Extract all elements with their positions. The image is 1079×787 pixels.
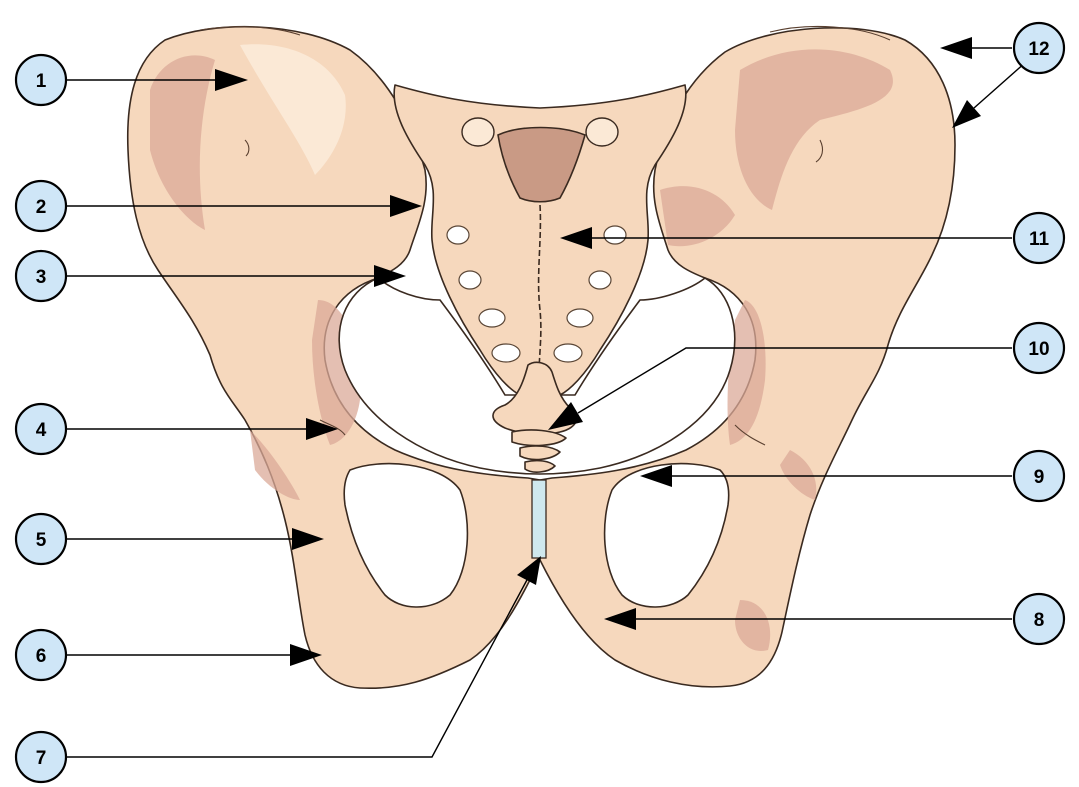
callout-12-label: 12 xyxy=(1028,39,1049,60)
callout-7: 7 xyxy=(16,732,66,782)
sacral-foramen-l3 xyxy=(479,309,505,327)
callout-6: 6 xyxy=(16,630,66,680)
sacral-foramen-r3 xyxy=(567,309,593,327)
callout-5: 5 xyxy=(16,514,66,564)
callout-5-label: 5 xyxy=(36,530,47,551)
right-superior-articular-process xyxy=(586,118,618,146)
callout-12: 12 xyxy=(1014,23,1064,73)
left-superior-articular-process xyxy=(462,118,494,146)
callout-1-label: 1 xyxy=(36,71,47,92)
callout-6-label: 6 xyxy=(36,646,47,667)
callout-10-label: 10 xyxy=(1028,339,1049,360)
callout-8-label: 8 xyxy=(1034,610,1045,631)
sacral-foramen-r4 xyxy=(554,344,582,362)
callout-10: 10 xyxy=(1014,323,1064,373)
callout-3-label: 3 xyxy=(36,267,47,288)
callout-3: 3 xyxy=(16,251,66,301)
callout-9-label: 9 xyxy=(1034,467,1045,488)
arrowhead-12b xyxy=(952,100,981,128)
pubic-symphysis xyxy=(532,480,546,558)
callout-4: 4 xyxy=(16,404,66,454)
pelvis-illustration xyxy=(128,26,955,688)
arrowhead-12a xyxy=(940,37,972,59)
leader-12b xyxy=(974,62,1026,108)
callout-2: 2 xyxy=(16,181,66,231)
sacral-foramen-l4 xyxy=(492,344,520,362)
sacral-foramen-l1 xyxy=(447,226,469,244)
sacral-foramen-r2 xyxy=(589,271,611,289)
callout-1: 1 xyxy=(16,55,66,105)
callout-7-label: 7 xyxy=(36,748,47,769)
callout-2-label: 2 xyxy=(36,197,47,218)
callout-9: 9 xyxy=(1014,451,1064,501)
sacral-foramen-l2 xyxy=(459,271,481,289)
callout-11-label: 11 xyxy=(1029,229,1050,250)
sacral-foramen-r1 xyxy=(604,226,626,244)
callout-11: 11 xyxy=(1014,213,1064,263)
callout-4-label: 4 xyxy=(36,420,47,441)
callout-8: 8 xyxy=(1014,594,1064,644)
